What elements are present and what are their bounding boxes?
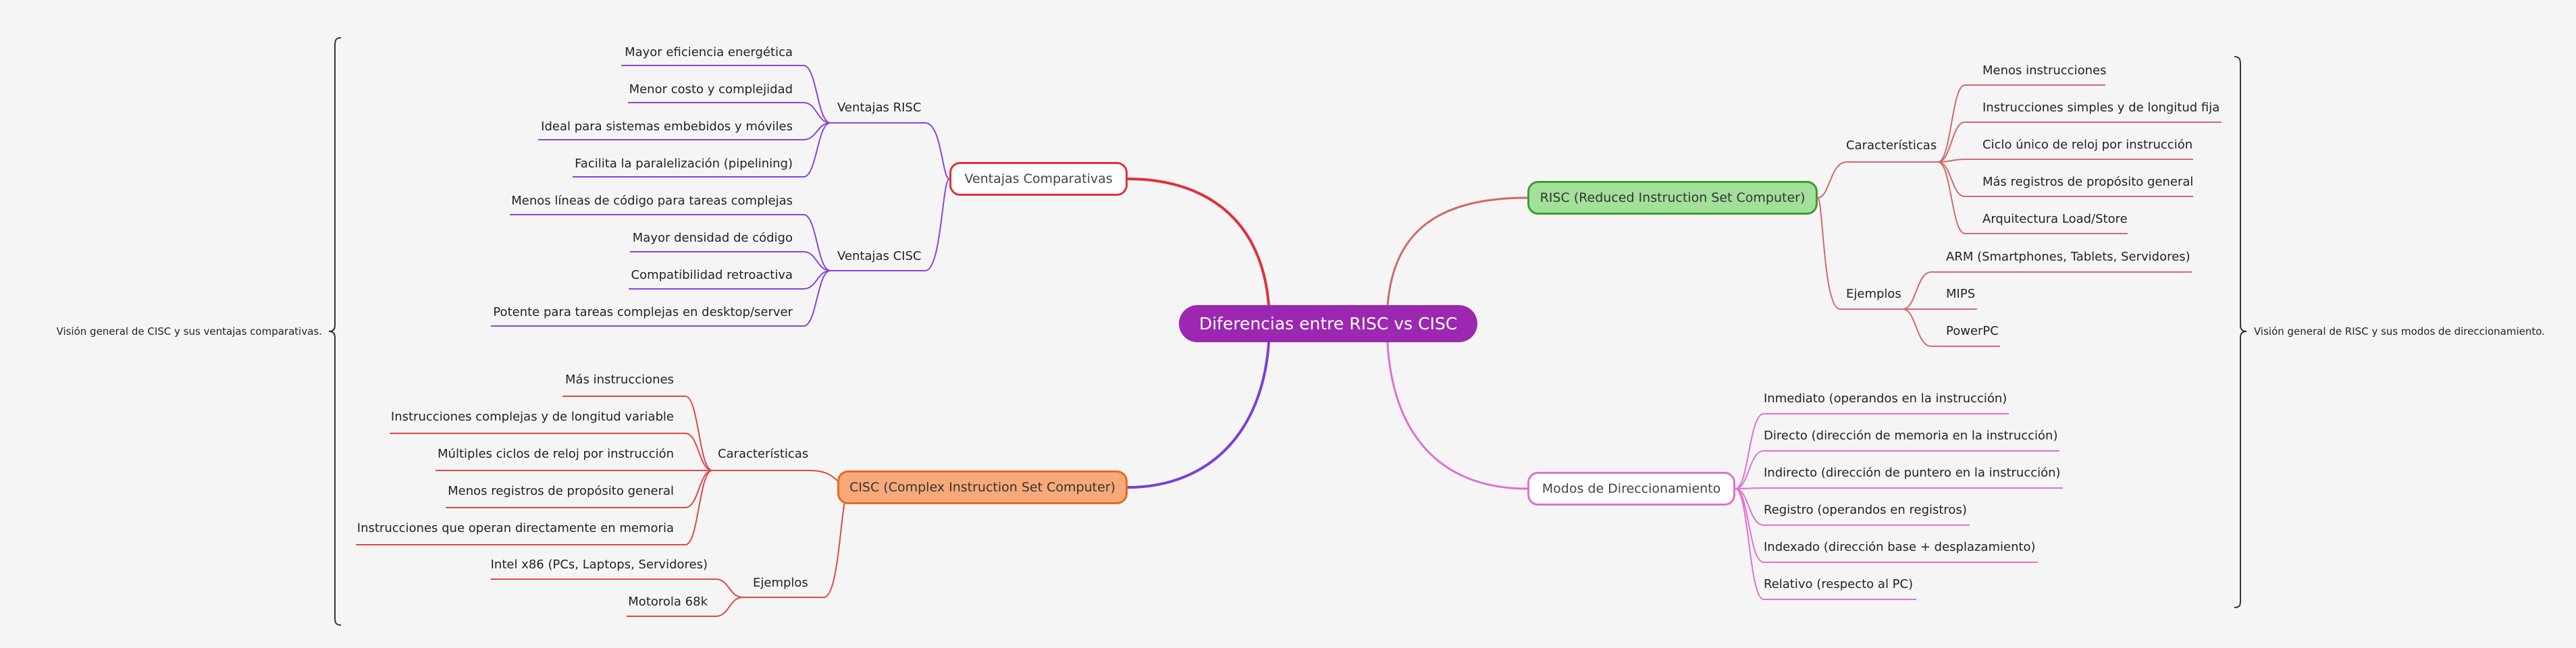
risc-connectors — [1817, 84, 2222, 347]
leaf-ventajas-cisc-1[interactable]: Menos líneas de código para tareas compl… — [511, 194, 793, 208]
leaf-cisc-caract-2[interactable]: Instrucciones complejas y de longitud va… — [390, 410, 674, 424]
leaf-modo-6[interactable]: Relativo (respecto al PC) — [1764, 577, 1914, 591]
subtopic-risc-caracteristicas[interactable]: Características — [1846, 138, 1937, 153]
leaf-modo-3[interactable]: Indirecto (dirección de puntero en la in… — [1764, 466, 2061, 480]
leaf-ventajas-risc-4[interactable]: Facilita la paralelización (pipelining) — [575, 157, 793, 171]
leaf-cisc-caract-5[interactable]: Instrucciones que operan directamente en… — [357, 521, 674, 535]
leaf-cisc-caract-1[interactable]: Más instrucciones — [565, 373, 674, 387]
ventajas-connectors — [491, 65, 950, 327]
leaf-ventajas-cisc-4[interactable]: Potente para tareas complejas en desktop… — [493, 305, 793, 319]
leaf-cisc-ejemplo-1[interactable]: Intel x86 (PCs, Laptops, Servidores) — [490, 558, 708, 572]
leaf-cisc-caract-3[interactable]: Múltiples ciclos de reloj por instrucció… — [438, 447, 674, 461]
summary-right[interactable]: Visión general de RISC y sus modos de di… — [2254, 325, 2545, 338]
modos-connectors — [1735, 413, 2063, 600]
leaf-risc-caract-1[interactable]: Menos instrucciones — [1982, 63, 2107, 78]
edge-center-modos — [1386, 323, 1528, 490]
summary-left[interactable]: Visión general de CISC y sus ventajas co… — [56, 325, 322, 338]
leaf-risc-ejemplo-2[interactable]: MIPS — [1946, 287, 1976, 301]
cisc-connectors — [356, 396, 850, 617]
edge-center-cisc — [1127, 323, 1271, 489]
leaf-risc-caract-3[interactable]: Ciclo único de reloj por instrucción — [1982, 138, 2193, 152]
leaf-modo-1[interactable]: Inmediato (operandos en la instrucción) — [1764, 392, 2007, 406]
subtopic-ventajas-risc[interactable]: Ventajas RISC — [837, 101, 922, 115]
leaf-ventajas-risc-1[interactable]: Mayor eficiencia energética — [625, 45, 793, 59]
leaf-ventajas-risc-3[interactable]: Ideal para sistemas embebidos y móviles — [541, 119, 793, 134]
subtopic-risc-ejemplos[interactable]: Ejemplos — [1846, 287, 1901, 301]
leaf-risc-caract-5[interactable]: Arquitectura Load/Store — [1982, 212, 2128, 226]
leaf-ventajas-risc-2[interactable]: Menor costo y complejidad — [629, 82, 793, 97]
subtopic-ventajas-cisc[interactable]: Ventajas CISC — [837, 249, 922, 263]
topic-ventajas-comparativas[interactable]: Ventajas Comparativas — [949, 162, 1128, 196]
right-summary-bracket — [2234, 56, 2247, 608]
edge-center-ventajas — [1127, 178, 1271, 324]
central-topic[interactable]: Diferencias entre RISC vs CISC — [1179, 305, 1477, 342]
subtopic-cisc-caracteristicas[interactable]: Características — [718, 447, 809, 461]
topic-modos-direccionamiento[interactable]: Modos de Direccionamiento — [1527, 472, 1735, 506]
leaf-ventajas-cisc-3[interactable]: Compatibilidad retroactiva — [631, 268, 793, 282]
leaf-cisc-caract-4[interactable]: Menos registros de propósito general — [448, 484, 674, 498]
topic-cisc[interactable]: CISC (Complex Instruction Set Computer) — [837, 470, 1128, 504]
left-summary-bracket — [328, 37, 342, 626]
subtopic-cisc-ejemplos[interactable]: Ejemplos — [753, 576, 808, 590]
leaf-risc-caract-4[interactable]: Más registros de propósito general — [1982, 175, 2194, 189]
leaf-risc-caract-2[interactable]: Instrucciones simples y de longitud fija — [1982, 101, 2220, 115]
leaf-modo-2[interactable]: Directo (dirección de memoria en la inst… — [1764, 429, 2058, 443]
leaf-modo-5[interactable]: Indexado (dirección base + desplazamient… — [1764, 540, 2036, 554]
leaf-cisc-ejemplo-2[interactable]: Motorola 68k — [628, 595, 708, 609]
leaf-modo-4[interactable]: Registro (operandos en registros) — [1764, 503, 1967, 517]
leaf-risc-ejemplo-3[interactable]: PowerPC — [1946, 324, 1999, 338]
edge-center-risc — [1386, 196, 1528, 324]
topic-risc[interactable]: RISC (Reduced Instruction Set Computer) — [1527, 181, 1818, 215]
leaf-risc-ejemplo-1[interactable]: ARM (Smartphones, Tablets, Servidores) — [1946, 250, 2190, 264]
leaf-ventajas-cisc-2[interactable]: Mayor densidad de código — [632, 231, 793, 245]
